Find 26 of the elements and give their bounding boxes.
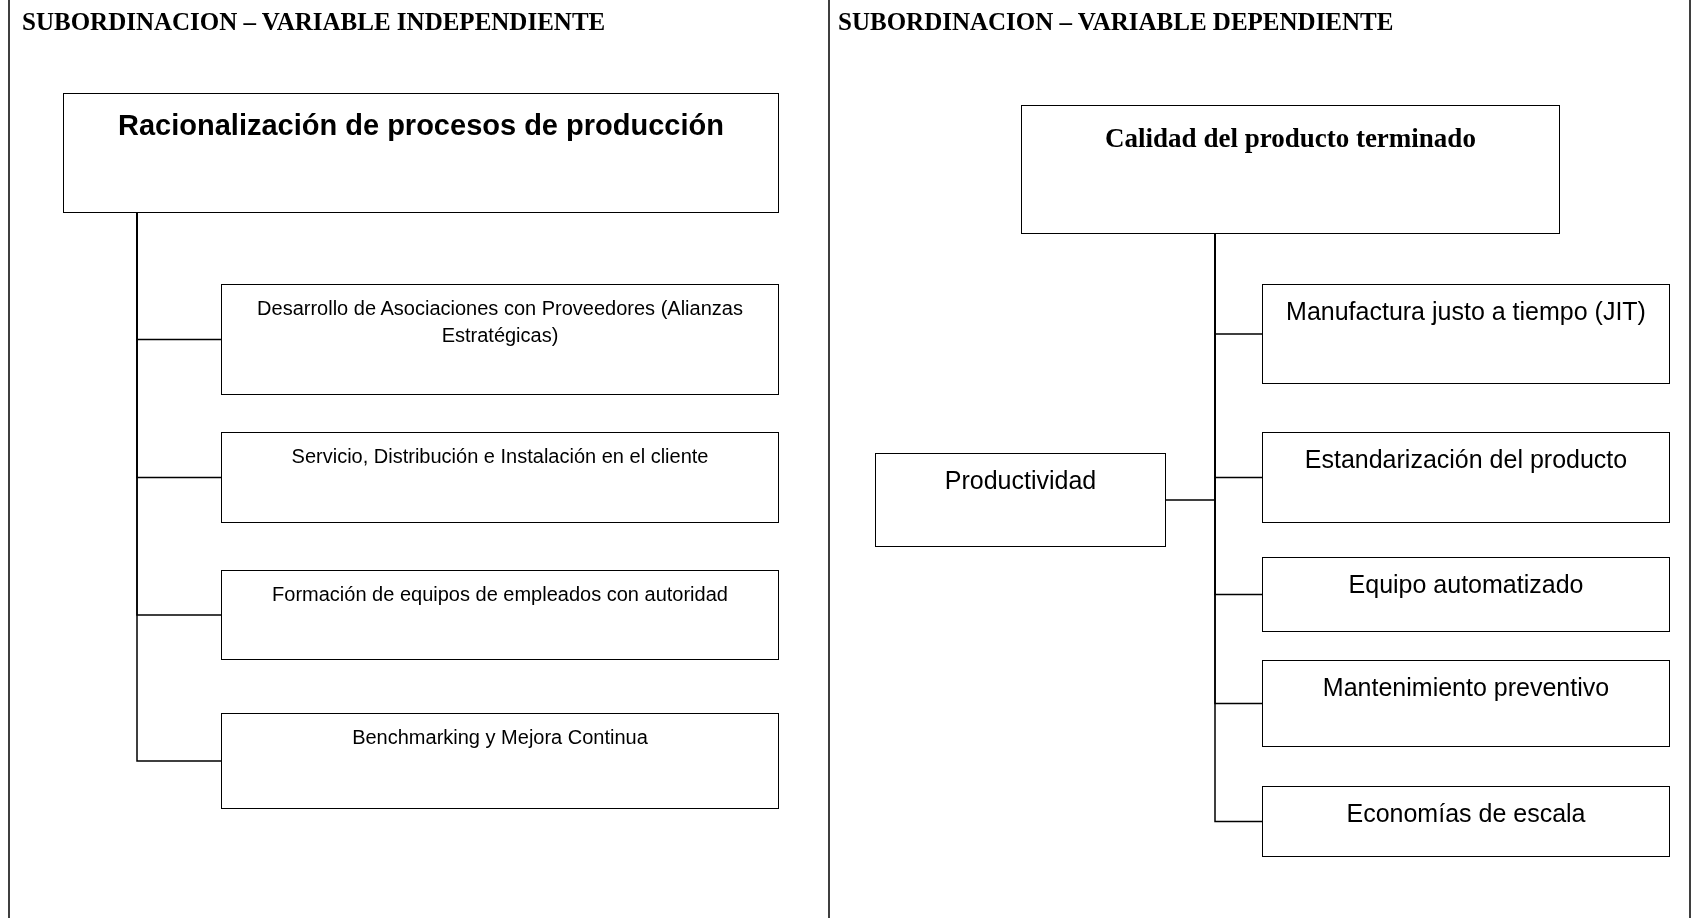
box-label: Servicio, Distribución e Instalación en el cliente	[290, 444, 710, 469]
panel-heading: SUBORDINACION – VARIABLE INDEPENDIENTE	[22, 8, 606, 36]
box-label: Benchmarking y Mejora Continua	[351, 725, 649, 750]
concept-box	[1262, 660, 1670, 747]
box-label: Estandarización del producto	[1303, 444, 1629, 475]
box-label: Racionalización de procesos de producción	[117, 108, 725, 143]
concept-box	[221, 713, 779, 809]
concept-box	[63, 93, 779, 213]
concept-box	[1262, 557, 1670, 632]
box-label: Equipo automatizado	[1347, 569, 1585, 600]
concept-box	[221, 570, 779, 660]
box-label: Calidad del producto terminado	[1104, 122, 1477, 155]
concept-box	[1262, 432, 1670, 523]
box-label: Productividad	[943, 465, 1098, 496]
concept-box	[221, 284, 779, 395]
box-label: Economías de escala	[1345, 798, 1587, 829]
box-label: Manufactura justo a tiempo (JIT)	[1285, 296, 1647, 327]
panel-heading: SUBORDINACION – VARIABLE DEPENDIENTE	[838, 8, 1394, 36]
concept-box	[875, 453, 1166, 547]
concept-box	[1262, 786, 1670, 857]
concept-box	[221, 432, 779, 523]
concept-box	[1262, 284, 1670, 384]
box-label: Desarrollo de Asociaciones con Proveedores (Alianzas Estratégicas)	[256, 296, 744, 348]
box-label: Formación de equipos de empleados con autoridad	[271, 582, 729, 607]
box-label: Mantenimiento preventivo	[1321, 672, 1611, 703]
concept-box	[1021, 105, 1560, 234]
